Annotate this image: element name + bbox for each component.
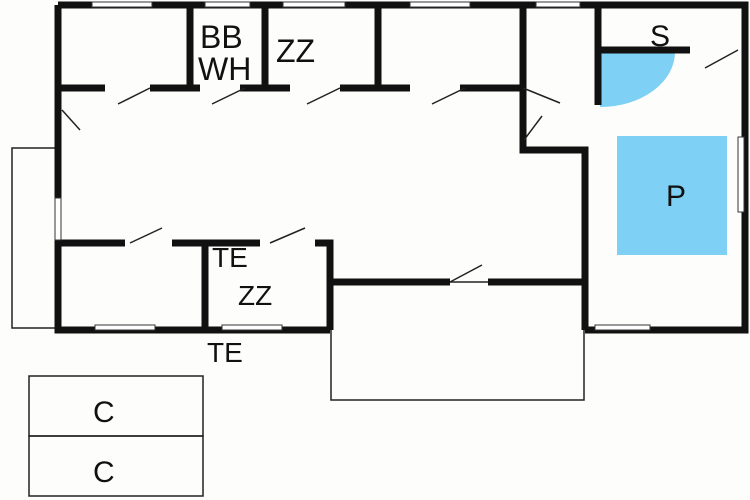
label-te-inner: TE xyxy=(212,242,248,273)
label-p: P xyxy=(666,180,686,213)
windows xyxy=(54,1,745,331)
label-bb: BB xyxy=(200,19,243,55)
shower-arc xyxy=(600,52,675,107)
label-wh: WH xyxy=(198,51,251,87)
terrace-bottom xyxy=(330,281,585,401)
storage-c2 xyxy=(28,435,204,497)
label-zz-top: ZZ xyxy=(276,33,315,69)
walls xyxy=(54,1,749,334)
label-c1: C xyxy=(93,396,115,429)
label-te-outer: TE xyxy=(207,337,243,368)
label-c2: C xyxy=(93,456,115,489)
door-swings xyxy=(61,49,739,283)
pool-area xyxy=(617,136,727,255)
label-s: S xyxy=(650,20,670,53)
label-zz-bottom: ZZ xyxy=(238,280,272,311)
